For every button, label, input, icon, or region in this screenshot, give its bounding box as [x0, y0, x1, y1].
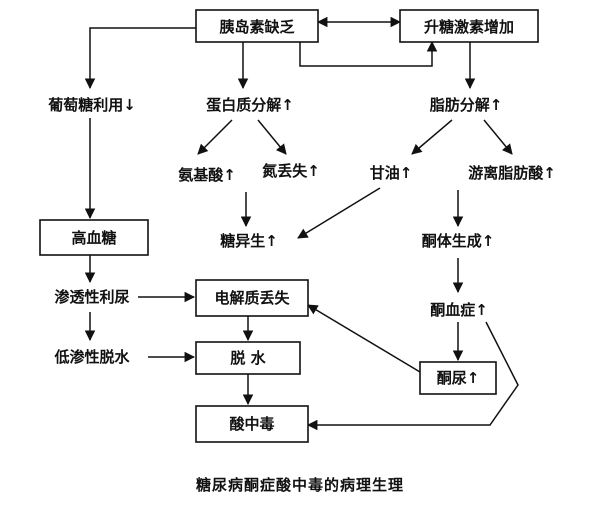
- edge-insulin-glucagon-lower: [299, 40, 438, 67]
- labels: 胰岛素缺乏 升糖激素增加 葡萄糖利用↓ 蛋白质分解↑ 脂肪分解↑ 氨基酸↑ 氮丢…: [47, 18, 556, 494]
- box-electrolyte-loss: [195, 279, 309, 317]
- box-insulin-deficiency: [195, 9, 319, 43]
- node-hypotonic-dehydration: 低渗性脱水: [53, 348, 130, 366]
- edge-protein-nitrogen: [257, 119, 287, 155]
- node-dehydration: 脱 水: [230, 349, 266, 367]
- node-insulin-deficiency: 胰岛素缺乏: [219, 18, 294, 36]
- node-gluconeogenesis: 糖异生↑: [220, 232, 278, 250]
- node-glycerol: 甘油↑: [370, 164, 413, 182]
- node-osmotic-diuresis: 渗透性利尿: [54, 288, 129, 306]
- node-acidosis: 酸中毒: [229, 415, 274, 433]
- box-ketonuria: [419, 361, 497, 395]
- node-protein-breakdown: 蛋白质分解↑: [206, 96, 294, 114]
- box-acidosis: [195, 405, 309, 443]
- boxes: [39, 9, 539, 443]
- edge-ketonuria-electrolyte: [307, 304, 421, 373]
- edges: [84, 16, 519, 431]
- node-electrolyte-loss: 电解质丢失: [214, 289, 290, 307]
- edge-lipolysis-ffa: [483, 119, 513, 155]
- node-glucose-utilization: 葡萄糖利用↓: [47, 96, 136, 114]
- node-hyperglycemia: 高血糖: [71, 229, 116, 247]
- node-glucagon-increase: 升糖激素增加: [424, 18, 514, 36]
- node-ketone-formation: 酮体生成↑: [422, 232, 495, 250]
- figure-caption: 糖尿病酮症酸中毒的病理生理: [196, 476, 404, 494]
- edge-lipolysis-glycerol: [411, 119, 453, 155]
- node-free-fatty-acids: 游离脂肪酸↑: [468, 164, 556, 182]
- node-ketonemia: 酮血症↑: [430, 301, 488, 319]
- node-lipolysis: 脂肪分解↑: [430, 96, 503, 114]
- node-nitrogen-loss: 氮丢失↑: [262, 162, 320, 180]
- node-amino-acids: 氨基酸↑: [178, 166, 236, 184]
- edge-ketonemia-acidosis: [306, 321, 519, 431]
- edge-protein-amino: [197, 119, 233, 155]
- box-glucagon-increase: [399, 9, 539, 43]
- box-hyperglycemia: [39, 219, 149, 256]
- edge-insulin-glucose-utilization: [84, 27, 196, 90]
- edge-glycerol-gluconeogenesis: [297, 187, 381, 239]
- box-dehydration: [195, 341, 301, 375]
- node-ketonuria: 酮尿↑: [437, 369, 480, 387]
